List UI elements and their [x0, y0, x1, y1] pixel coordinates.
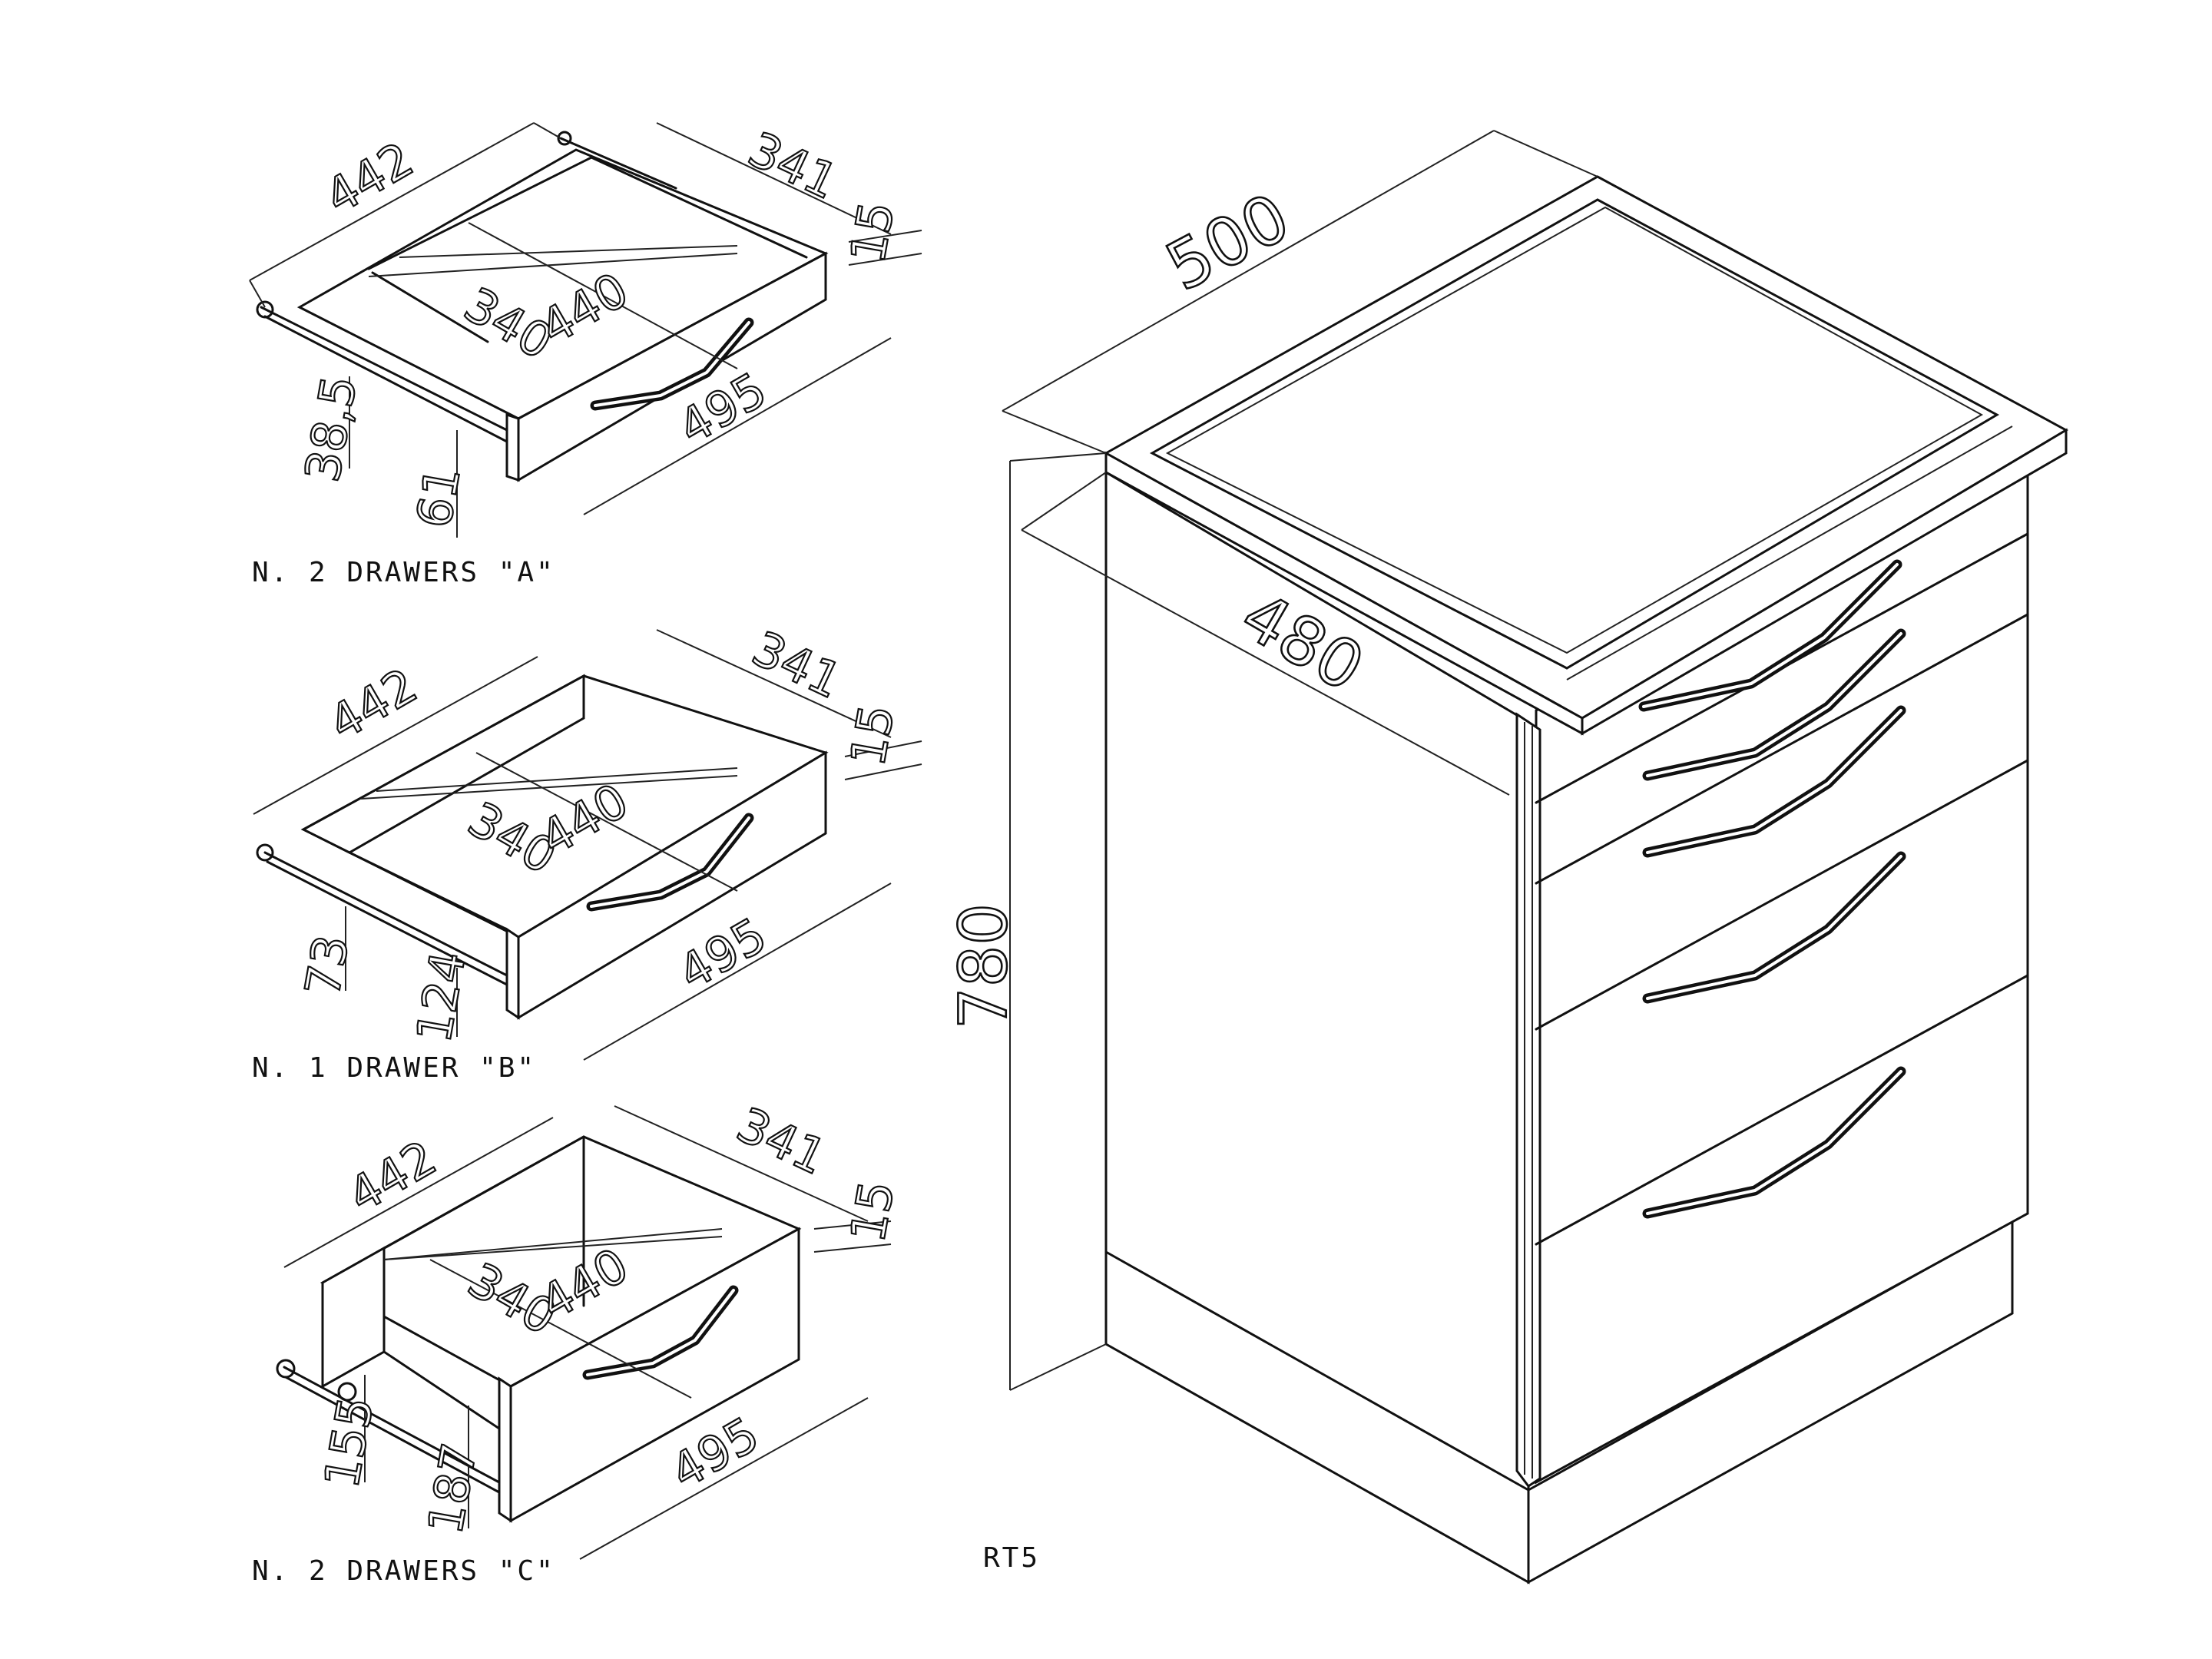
cabinet-top-edge-front — [1581, 428, 2068, 736]
drawer-c-side-panel — [321, 1246, 386, 1389]
cabinet-width-dim-line — [1002, 130, 1495, 412]
drawer-b-rail-dim: 15 — [839, 700, 906, 770]
drawer-a-width-dim: 442 — [316, 131, 422, 225]
drawer-c-height-b-dim: 187 — [417, 1439, 488, 1538]
drawer-b-front-dim: 495 — [669, 907, 776, 1001]
drawer-b-height-b-dim: 124 — [406, 947, 476, 1046]
drawer-a: 442 341 15 340 440 495 38,5 61 N. 2 DRAW… — [249, 120, 922, 588]
drawer-c-rail-wheel — [276, 1359, 296, 1379]
drawer-c-caption: N. 2 DRAWERS "C" — [252, 1555, 555, 1587]
drawer-c-front-edge — [498, 1376, 512, 1523]
drawer-b-depth-dim: 341 — [744, 620, 850, 709]
cabinet-height-dim: 780 — [945, 903, 1022, 1029]
cabinet-depth-dim-line — [1021, 529, 1510, 796]
drawer-b-caption: N. 1 DRAWER "B" — [252, 1052, 536, 1084]
drawer-c-width-dim: 442 — [339, 1130, 445, 1224]
drawer-b: 442 341 15 340 440 495 73 124 N. 1 DRAWE… — [252, 619, 922, 1084]
drawer-b-side-panel — [300, 674, 585, 854]
drawer-c-rail-dim: 15 — [839, 1177, 906, 1246]
drawer-c: 442 341 15 340 440 495 155 187 N. 2 DRAW… — [252, 1095, 906, 1587]
drawer-b-height-a-dim: 73 — [294, 931, 360, 1000]
drawer-divider-3 — [1535, 759, 2029, 1031]
drawer-divider-4 — [1535, 974, 2029, 1246]
drawer-c-height-a-dim: 155 — [313, 1392, 384, 1492]
drawer-b-rail-wheel — [256, 843, 274, 862]
cabinet-width-dim: 500 — [1154, 179, 1302, 306]
cabinet-code: RT5 — [983, 1542, 1040, 1574]
drawer-c-depth-dim: 341 — [729, 1096, 835, 1185]
drawer-a-height-a-dim: 38,5 — [294, 372, 368, 486]
drawer-b-width-dim: 442 — [320, 657, 426, 751]
drawer-a-front-edge — [505, 412, 520, 482]
cabinet-edge-strip — [1515, 712, 1541, 1488]
drawer-a-rail-wheel — [256, 300, 274, 319]
drawer-divider-2 — [1535, 613, 2029, 885]
drawer-a-depth-dim: 341 — [740, 121, 846, 210]
cabinet-rt5: 500 480 780 RT5 — [945, 130, 2069, 1584]
drawer-a-height-b-dim: 61 — [406, 462, 472, 531]
drawer-a-caption: N. 2 DRAWERS "A" — [252, 557, 555, 588]
drawer-b-front-edge — [505, 927, 520, 1020]
drawer-a-rail-dim: 15 — [839, 197, 906, 267]
